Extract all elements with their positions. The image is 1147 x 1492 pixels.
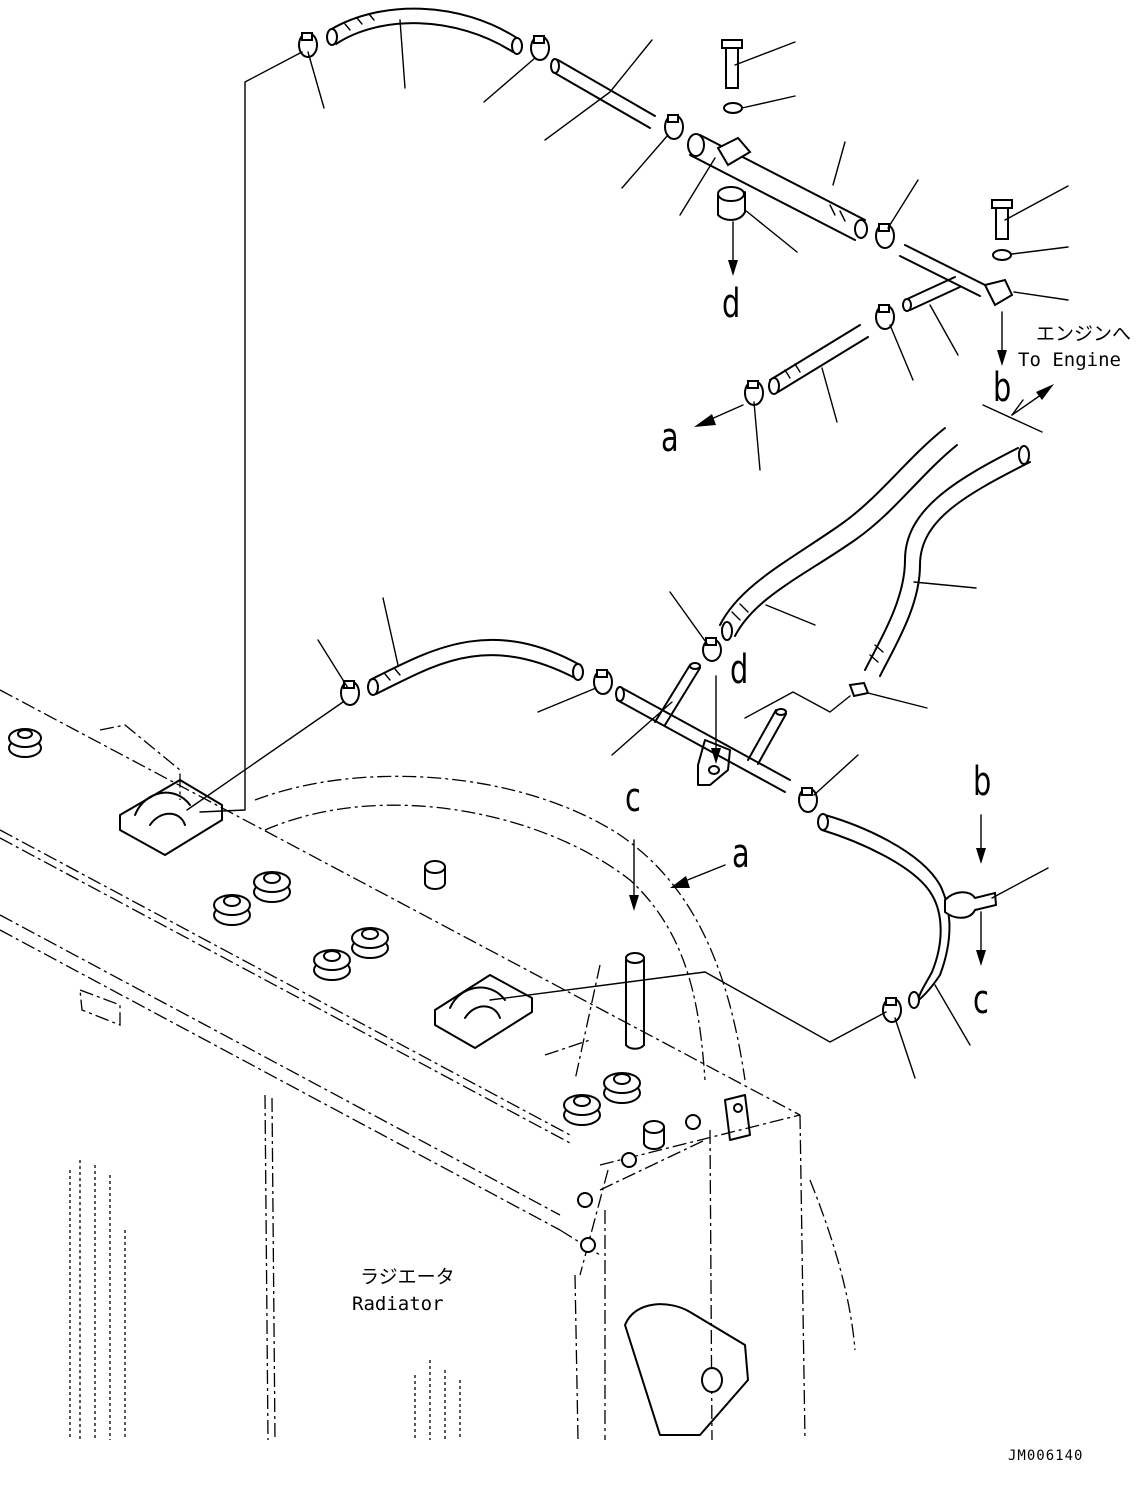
label-b-top: b (993, 365, 1012, 411)
lower-bracket (624, 1303, 749, 1436)
hose-clamps (298, 32, 902, 1023)
label-c-top: c (625, 775, 641, 821)
label-a-right: a (732, 831, 750, 877)
label-b-right: b (973, 759, 992, 805)
engine-hoses (367, 427, 1031, 1009)
upper-hose-assembly (326, 7, 1014, 395)
destination-label-en: To Engine (1018, 349, 1121, 371)
destination-label-ja: エンジンへ (1036, 323, 1132, 345)
flow-arrows (629, 221, 1054, 966)
label-d-top: d (722, 281, 741, 327)
label-d-lower: d (730, 647, 749, 693)
label-c-right: c (973, 977, 989, 1023)
radiator-label-ja: ラジエータ (360, 1266, 455, 1288)
leader-lines (186, 19, 1069, 1079)
hose-brackets (119, 779, 533, 1049)
radiator-label-en: Radiator (352, 1293, 444, 1315)
side-block (724, 1094, 751, 1141)
drawing-number: JM006140 (1008, 1448, 1084, 1464)
radiator-cap-pipe (625, 952, 645, 1050)
radiator (0, 689, 856, 1441)
mounting-bolts (8, 728, 701, 1253)
label-a-left: a (661, 415, 679, 461)
